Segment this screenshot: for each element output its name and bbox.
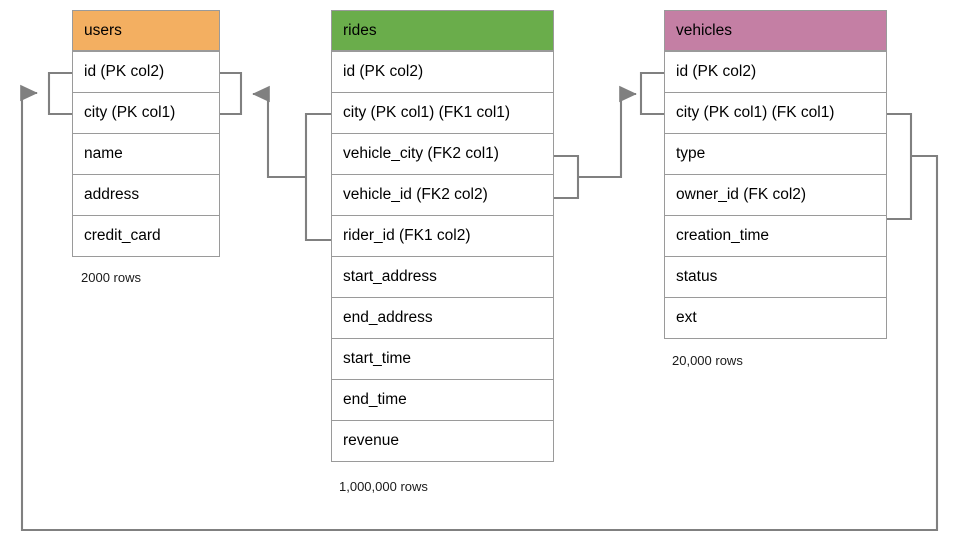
vehicles-right-bracket: [887, 112, 913, 221]
table-rides-rows-note: 1,000,000 rows: [339, 479, 428, 494]
table-vehicles-column-owner-id[interactable]: owner_id (FK col2): [665, 174, 886, 215]
column-label: end_address: [343, 309, 433, 326]
column-label: creation_time: [676, 227, 770, 244]
table-users-title: users: [84, 22, 122, 39]
table-rides-title: rides: [343, 22, 377, 39]
table-rides-column-start-address[interactable]: start_address: [332, 256, 553, 297]
users-left-bracket: [47, 71, 72, 116]
table-users-column-credit-card[interactable]: credit_card: [73, 215, 219, 256]
table-users-rows-note: 2000 rows: [81, 270, 141, 285]
table-vehicles-column-city[interactable]: city (PK col1) (FK col1): [665, 92, 886, 133]
column-label: credit_card: [84, 227, 161, 244]
table-vehicles-title: vehicles: [676, 22, 732, 39]
edge-rides-fk2-to-vehicles: [578, 85, 637, 179]
table-rides-column-id[interactable]: id (PK col2): [332, 51, 553, 92]
column-label: id (PK col2): [84, 63, 165, 80]
rides-fk1-bracket: [304, 112, 331, 242]
column-label: address: [84, 186, 140, 203]
table-vehicles-column-type[interactable]: type: [665, 133, 886, 174]
column-label: vehicle_id (FK2 col2): [343, 186, 488, 203]
table-users-column-city[interactable]: city (PK col1): [73, 92, 219, 133]
table-rides-column-end-time[interactable]: end_time: [332, 379, 553, 420]
column-label: city (PK col1) (FK1 col1): [343, 104, 511, 121]
column-label: start_address: [343, 268, 437, 285]
column-label: status: [676, 268, 718, 285]
vehicles-left-bracket: [639, 71, 664, 116]
table-rides-column-end-address[interactable]: end_address: [332, 297, 553, 338]
table-rides-column-city[interactable]: city (PK col1) (FK1 col1): [332, 92, 553, 133]
table-rides-column-vehicle-city[interactable]: vehicle_city (FK2 col1): [332, 133, 553, 174]
column-label: owner_id (FK col2): [676, 186, 807, 203]
column-label: rider_id (FK1 col2): [343, 227, 471, 244]
table-vehicles-rows-note: 20,000 rows: [672, 353, 743, 368]
column-label: vehicle_city (FK2 col1): [343, 145, 499, 162]
table-rides-column-rider-id[interactable]: rider_id (FK1 col2): [332, 215, 553, 256]
table-users-column-name[interactable]: name: [73, 133, 219, 174]
table-users-column-address[interactable]: address: [73, 174, 219, 215]
table-vehicles-column-id[interactable]: id (PK col2): [665, 51, 886, 92]
table-users[interactable]: users id (PK col2) city (PK col1) name a…: [72, 10, 220, 257]
column-label: city (PK col1): [84, 104, 176, 121]
column-label: id (PK col2): [343, 63, 424, 80]
table-rides[interactable]: rides id (PK col2) city (PK col1) (FK1 c…: [331, 10, 554, 462]
edge-rides-fk1-to-users: [252, 85, 306, 179]
column-label: name: [84, 145, 123, 162]
table-vehicles-header: vehicles: [664, 10, 887, 51]
column-label: start_time: [343, 350, 412, 367]
table-rides-header: rides: [331, 10, 554, 51]
column-label: id (PK col2): [676, 63, 757, 80]
table-rides-column-start-time[interactable]: start_time: [332, 338, 553, 379]
table-users-column-id[interactable]: id (PK col2): [73, 51, 219, 92]
table-vehicles-column-ext[interactable]: ext: [665, 297, 886, 338]
column-label: city (PK col1) (FK col1): [676, 104, 835, 121]
table-rides-column-revenue[interactable]: revenue: [332, 420, 553, 461]
table-vehicles[interactable]: vehicles id (PK col2) city (PK col1) (FK…: [664, 10, 887, 339]
column-label: ext: [676, 309, 697, 326]
table-users-header: users: [72, 10, 220, 51]
table-vehicles-column-creation-time[interactable]: creation_time: [665, 215, 886, 256]
column-label: revenue: [343, 432, 400, 449]
users-right-bracket: [220, 71, 243, 116]
table-rides-column-vehicle-id[interactable]: vehicle_id (FK2 col2): [332, 174, 553, 215]
column-label: type: [676, 145, 706, 162]
column-label: end_time: [343, 391, 407, 408]
table-vehicles-column-status[interactable]: status: [665, 256, 886, 297]
rides-fk2-bracket: [554, 154, 580, 200]
